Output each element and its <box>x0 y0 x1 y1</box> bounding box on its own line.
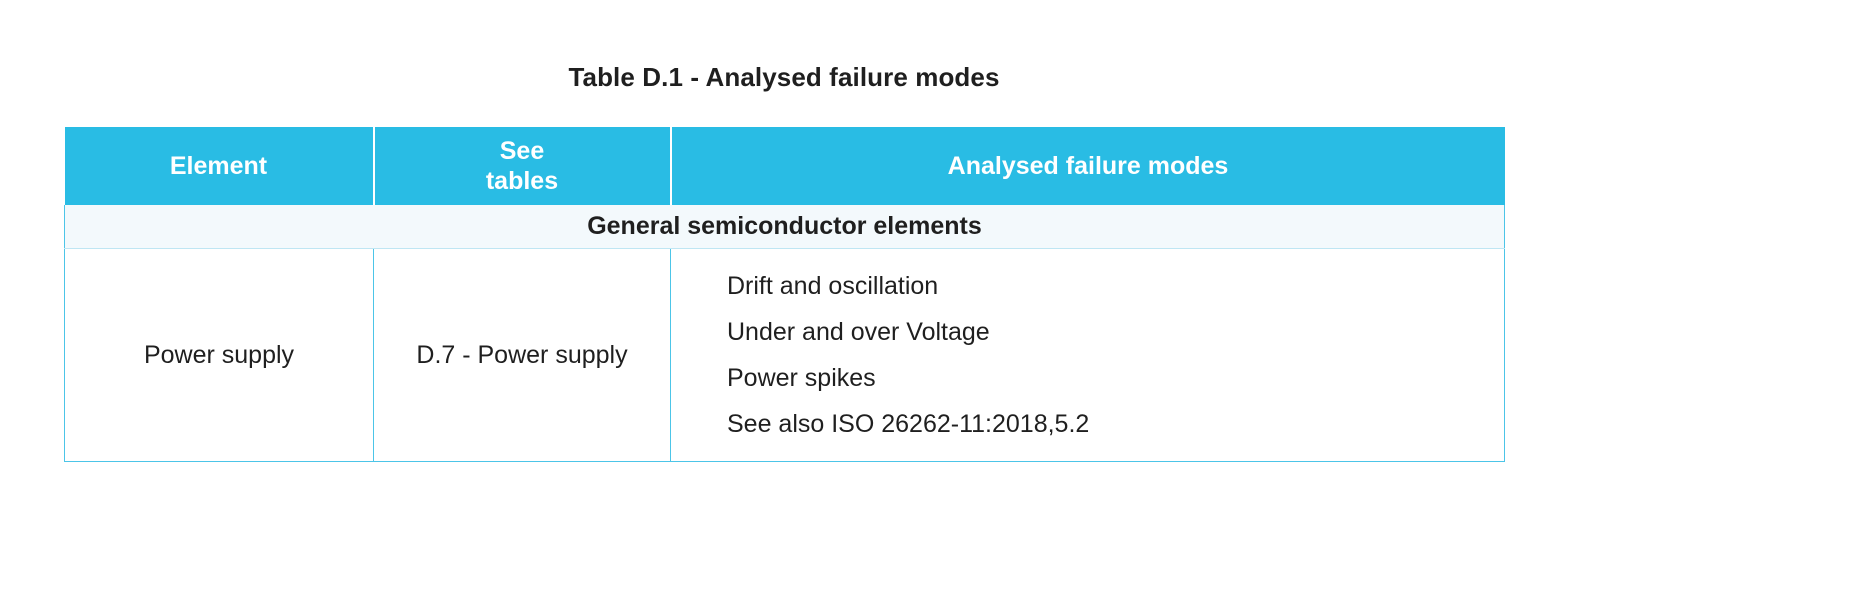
cell-see-tables: D.7 - Power supply <box>373 248 671 462</box>
failure-mode-item: Under and over Voltage <box>727 318 990 346</box>
table-body: General semiconductor elements Power sup… <box>64 205 1505 462</box>
section-header-row: General semiconductor elements <box>64 205 1505 249</box>
failure-mode-reference: See also ISO 26262-11:2018,5.2 <box>727 410 1090 438</box>
column-header-analysed-failure-modes: Analysed failure modes <box>669 127 1505 205</box>
failure-mode-item: Drift and oscillation <box>727 272 939 300</box>
table-row: Power supply D.7 - Power supply Drift an… <box>64 248 1505 462</box>
table-header: Element See tables Analysed failure mode… <box>64 127 1505 205</box>
cell-failure-modes: Drift and oscillation Under and over Vol… <box>670 248 1505 462</box>
failure-mode-item: Power spikes <box>727 364 876 392</box>
column-header-element: Element <box>64 127 374 205</box>
column-header-see-tables-line1: See <box>499 136 545 165</box>
table-container: Element See tables Analysed failure mode… <box>64 127 1505 462</box>
analysed-failure-modes-table: Element See tables Analysed failure mode… <box>64 127 1505 462</box>
header-row: Element See tables Analysed failure mode… <box>64 127 1505 205</box>
column-header-see-tables: See tables <box>372 127 671 205</box>
cell-element: Power supply <box>64 248 374 462</box>
column-header-see-tables-line2: tables <box>485 167 559 195</box>
section-header-label: General semiconductor elements <box>64 205 1505 249</box>
page-title: Table D.1 - Analysed failure modes <box>568 62 1000 92</box>
